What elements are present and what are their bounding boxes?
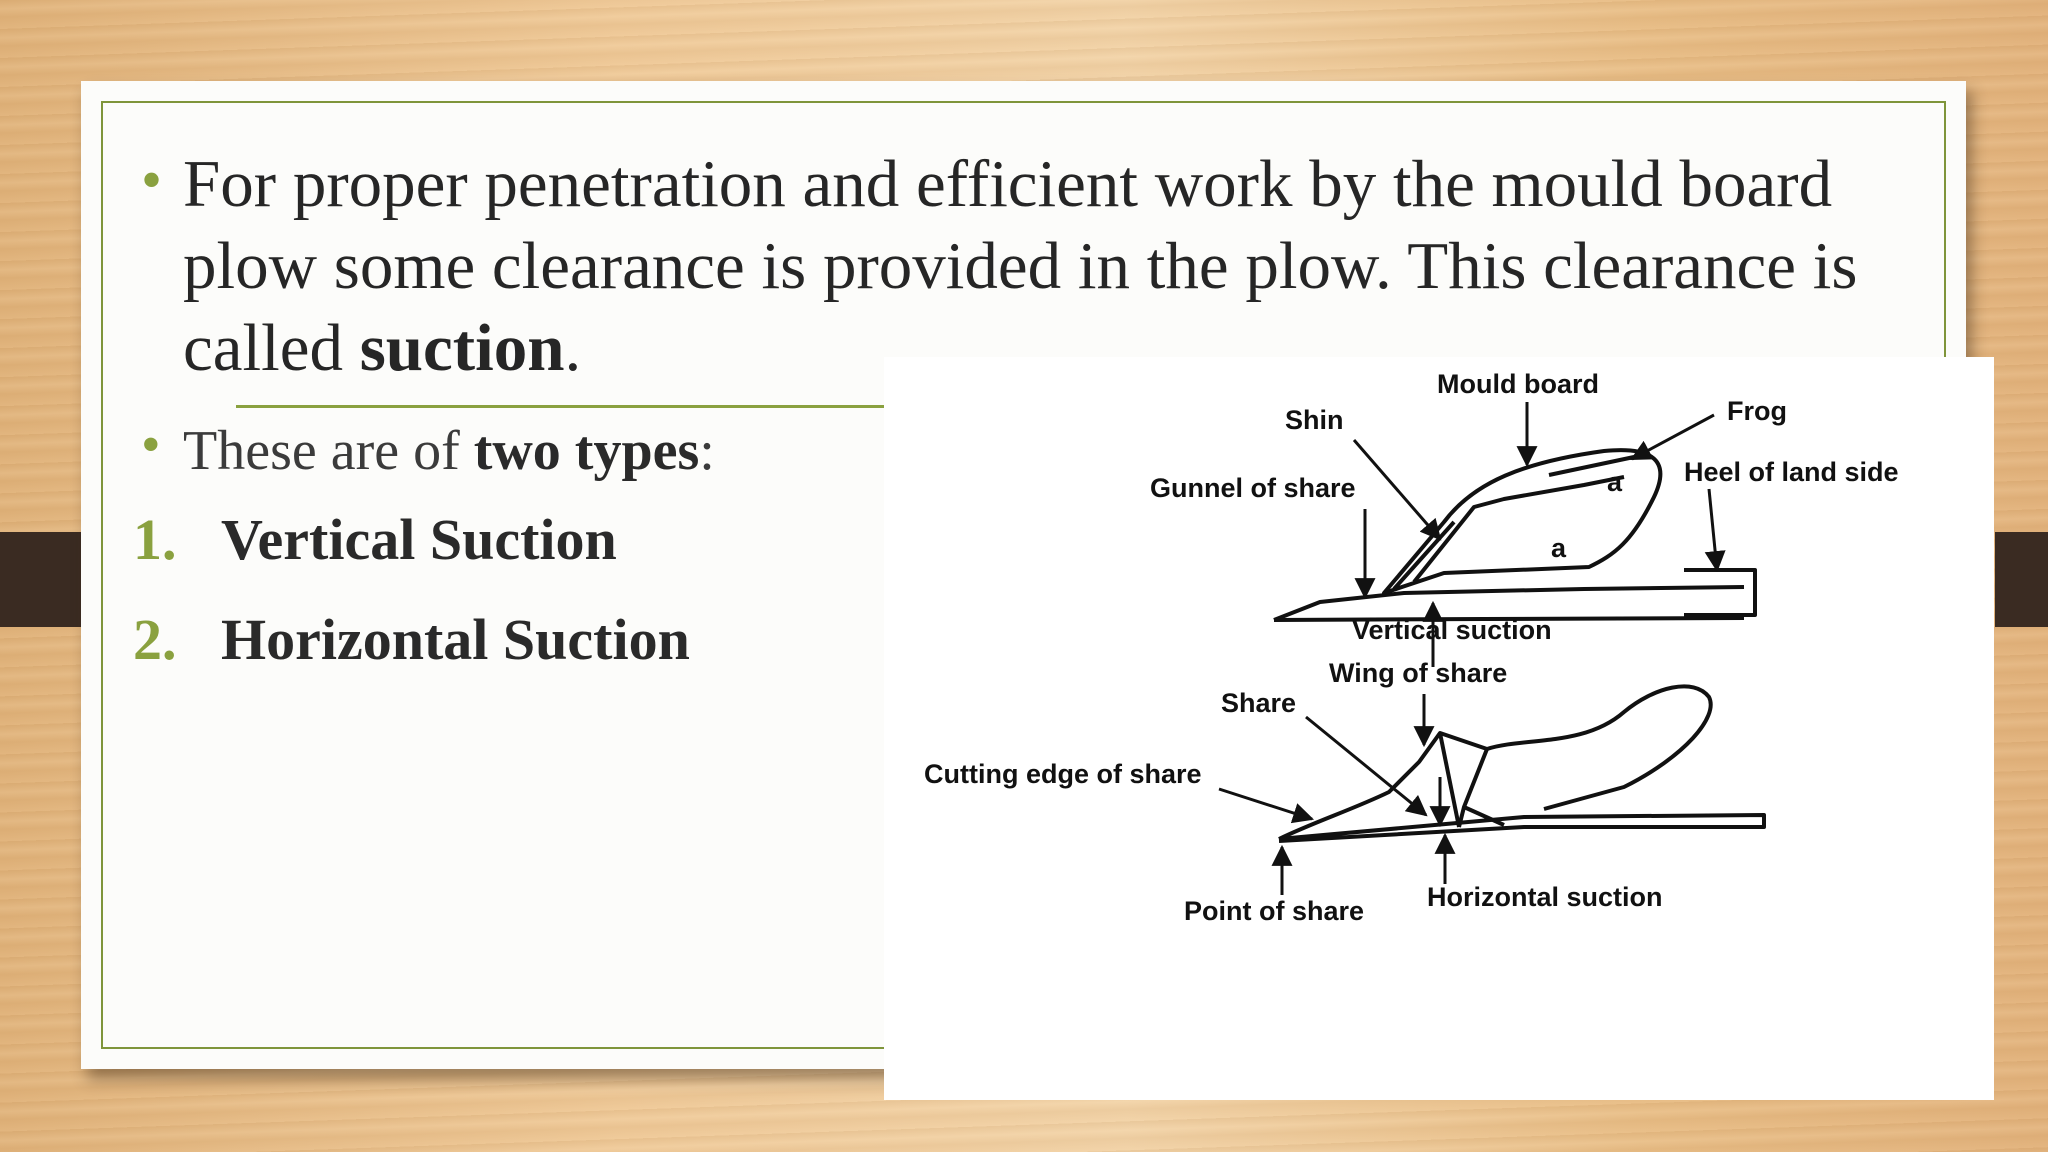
label-mould-board: Mould board [1437, 369, 1599, 399]
bullet-2-bold: two types [473, 420, 700, 482]
label-wing-of-share: Wing of share [1329, 658, 1507, 688]
bullet-paragraph-2: • These are of two types: [141, 411, 715, 491]
label-horizontal-suction: Horizontal suction [1427, 882, 1663, 912]
bullet-1-end: . [564, 311, 582, 385]
label-gunnel-of-share: Gunnel of share [1150, 473, 1356, 503]
share-plan-view [1278, 684, 1766, 843]
bullet-2-end: : [699, 420, 715, 482]
list-number: 2. [133, 607, 177, 672]
list-label: Horizontal Suction [221, 607, 690, 672]
divider-line [236, 405, 956, 408]
list-number: 1. [133, 507, 177, 572]
list-item-horizontal-suction: 2. Horizontal Suction [133, 606, 690, 673]
diagram-svg: a a Mould board Frog Shin Heel of land s… [924, 369, 1899, 926]
list-item-vertical-suction: 1. Vertical Suction [133, 506, 617, 573]
mark-a-lower: a [1551, 533, 1567, 563]
list-label: Vertical Suction [221, 507, 617, 572]
arrows-top [1352, 402, 1726, 667]
label-share: Share [1221, 688, 1296, 718]
label-vertical-suction: Vertical suction [1352, 615, 1552, 645]
bullet-dot-icon: • [141, 147, 163, 213]
label-shin: Shin [1285, 405, 1344, 435]
bullet-1-bold: suction [359, 311, 565, 385]
bullet-1-text: For proper penetration and efficient wor… [183, 147, 1858, 385]
bullet-paragraph-1: • For proper penetration and efficient w… [141, 143, 1943, 389]
label-point-of-share: Point of share [1184, 896, 1364, 926]
arrows-bottom [1218, 694, 1456, 895]
label-cutting-edge-of-share: Cutting edge of share [924, 759, 1202, 789]
label-frog: Frog [1727, 396, 1787, 426]
decorative-band-right [1995, 532, 2048, 627]
label-heel-of-land-side: Heel of land side [1684, 457, 1899, 487]
bullet-dot-icon: • [141, 414, 161, 476]
mark-a-upper: a [1607, 467, 1623, 497]
plow-suction-diagram: a a Mould board Frog Shin Heel of land s… [884, 357, 1994, 1100]
bullet-2-text: These are of [183, 420, 474, 482]
